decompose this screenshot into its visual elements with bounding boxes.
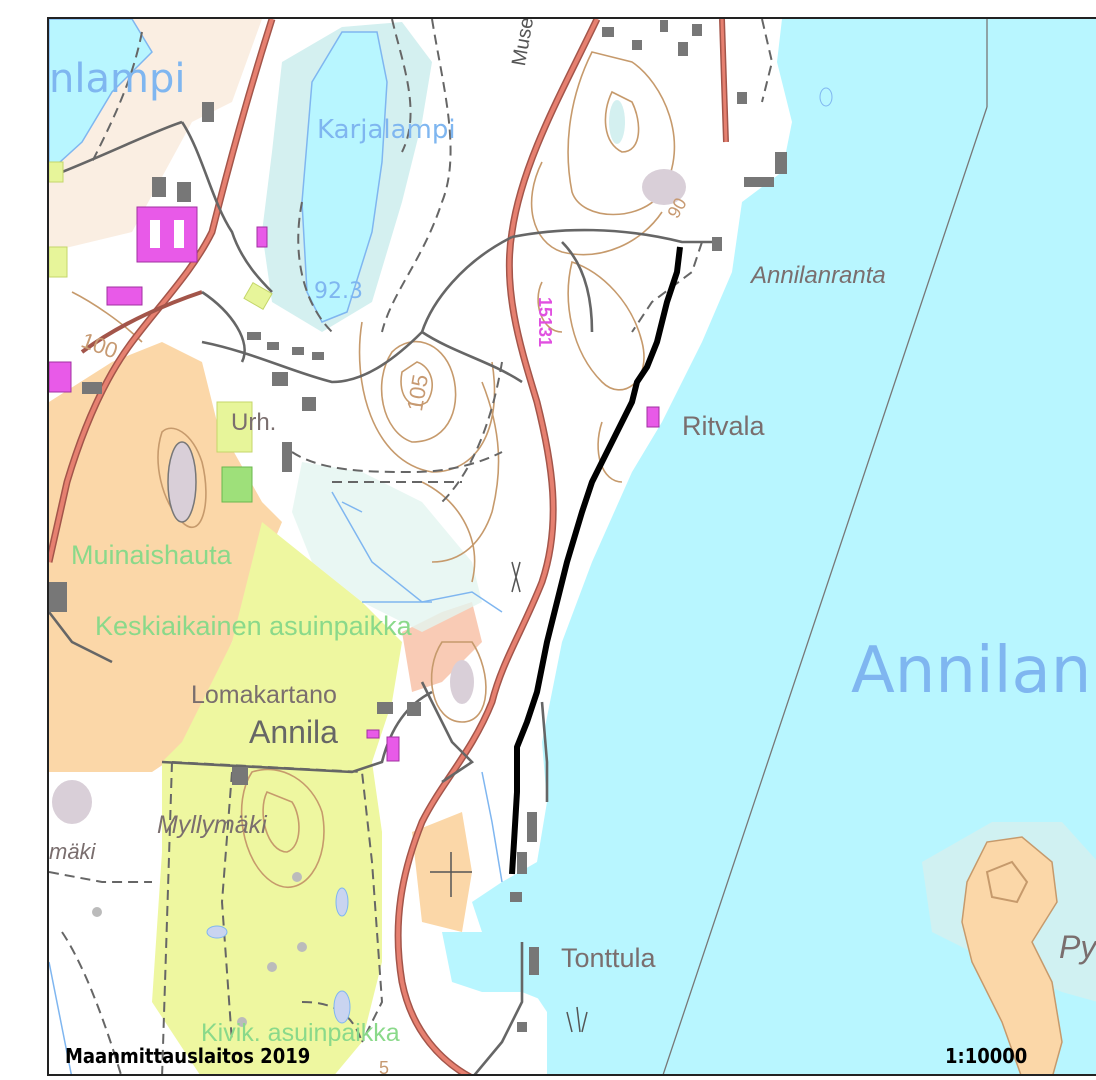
lampi-label: nlampi [49,56,186,102]
map-scale: 1:10000 [945,1044,1028,1068]
myllymaki-label: Myllymäki [157,811,267,839]
urh-label: Urh. [231,409,277,436]
special-building-detail [150,220,184,248]
special-buildings [49,206,660,762]
island [961,836,1063,1074]
lampi-lake [49,19,153,174]
elevation-92-label: 92.3 [314,279,363,304]
map-canvas [49,19,1096,1074]
minor-roads [49,120,722,1074]
kivik-label: Kivik. asuinpaikka [201,1019,400,1047]
map-view[interactable]: nlampi Karjalampi 92.3 Museo Annilanrant… [47,17,1096,1076]
route-line [509,246,683,875]
tonttula-label: Tonttula [561,943,656,973]
muinaishauta-label: Muinaishauta [71,540,232,570]
streams [49,491,503,1074]
annilanranta-label: Annilanranta [751,262,886,289]
maki-label: mäki [49,839,96,864]
karjalampi-label: Karjalampi [317,115,456,145]
keskiaikainen-label: Keskiaikainen asuinpaikka [95,611,412,641]
annilan-label: Annilan [851,634,1092,708]
elevation-5-label: 5 [379,1058,390,1076]
trails [49,19,774,1074]
annilan-water [472,19,1096,1074]
py-label: Py [1059,929,1096,965]
buildings [49,20,787,1032]
annila-label: Annila [249,714,338,750]
road-15131 [49,19,729,1074]
map-credit: Maanmittauslaitos 2019 [65,1044,311,1068]
road-number-label: 15131 [535,297,555,348]
lomakartano-label: Lomakartano [191,681,337,709]
karjalampi-lake [301,31,388,323]
ritvala-label: Ritvala [682,411,765,441]
